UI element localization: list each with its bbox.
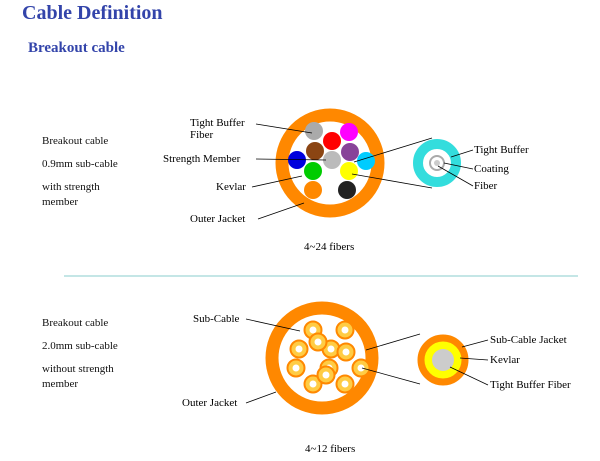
label-tight-buffer-fiber-2: Tight Buffer Fiber	[490, 379, 571, 391]
sub-cable-core	[314, 338, 322, 346]
desc-line: member	[42, 378, 79, 390]
desc-line: with strength	[42, 181, 100, 193]
fiber-gray	[305, 122, 323, 140]
fiber-red	[323, 132, 341, 150]
desc-line: without strength	[42, 363, 114, 375]
fiber-black	[338, 181, 356, 199]
label-outer-jacket: Outer Jacket	[190, 213, 245, 225]
label-kevlar-2: Kevlar	[490, 354, 520, 366]
label-strength-member: Strength Member	[163, 153, 241, 165]
tight-buffer-fiber-core	[432, 349, 454, 371]
label-kevlar: Kevlar	[216, 181, 246, 193]
label-outer-jacket-2: Outer Jacket	[182, 397, 237, 409]
subcable-group	[286, 320, 371, 394]
diagram2-caption: 4~12 fibers	[305, 443, 355, 455]
section-subtitle: Breakout cable	[28, 40, 125, 56]
sub-cable-core	[309, 380, 317, 388]
fiber-yellow	[340, 162, 358, 180]
sub-cable-core	[292, 364, 300, 372]
desc-line: 0.9mm sub-cable	[42, 158, 118, 170]
label-tight-buffer-fiber-2: Fiber	[190, 129, 214, 141]
diagram2-labels: Sub-Cable Outer Jacket Sub-Cable Jacket …	[182, 313, 571, 409]
label-fiber: Fiber	[474, 180, 498, 192]
sub-cable-core	[295, 345, 303, 353]
diagram2-subcable	[361, 333, 469, 386]
outer-jacket-ring	[265, 301, 379, 415]
diagram1-caption: 4~24 fibers	[304, 241, 354, 253]
sub-cable-core	[342, 348, 350, 356]
fiber-green	[304, 162, 322, 180]
label-sub-cable: Sub-Cable	[193, 313, 240, 325]
diagram1-cross-section	[275, 108, 385, 218]
desc-line: member	[42, 196, 79, 208]
fiber-core	[434, 160, 440, 166]
fiber-magenta	[340, 123, 358, 141]
sub-cable-core	[327, 345, 335, 353]
label-tight-buffer: Tight Buffer	[474, 144, 529, 156]
fiber-orange	[304, 181, 322, 199]
fiber-purple	[341, 143, 359, 161]
label-sub-cable-jacket: Sub-Cable Jacket	[490, 334, 567, 346]
diagram1-subcable	[351, 137, 461, 189]
strength-member-core	[323, 151, 341, 169]
sub-cable-core	[322, 371, 330, 379]
sub-cable-core	[357, 364, 365, 372]
label-coating: Coating	[474, 163, 509, 175]
desc-line: 2.0mm sub-cable	[42, 340, 118, 352]
diagram1-labels: Tight Buffer Fiber Strength Member Kevla…	[163, 117, 529, 225]
diagram2-description: Breakout cable 2.0mm sub-cable without s…	[42, 316, 118, 392]
sub-cable-core	[341, 326, 349, 334]
sub-cable-core	[309, 326, 317, 334]
diagram2-cross-section	[265, 301, 379, 415]
page-title: Cable Definition	[22, 2, 163, 24]
fiber-cyan	[357, 152, 375, 170]
desc-line: Breakout cable	[42, 317, 109, 329]
label-tight-buffer-fiber: Tight Buffer	[190, 117, 245, 129]
fiber-blue	[288, 151, 306, 169]
sub-cable-core	[341, 380, 349, 388]
desc-line: Breakout cable	[42, 135, 109, 147]
diagram1-description: Breakout cable 0.9mm sub-cable with stre…	[42, 134, 118, 210]
fiber-brown	[306, 142, 324, 160]
